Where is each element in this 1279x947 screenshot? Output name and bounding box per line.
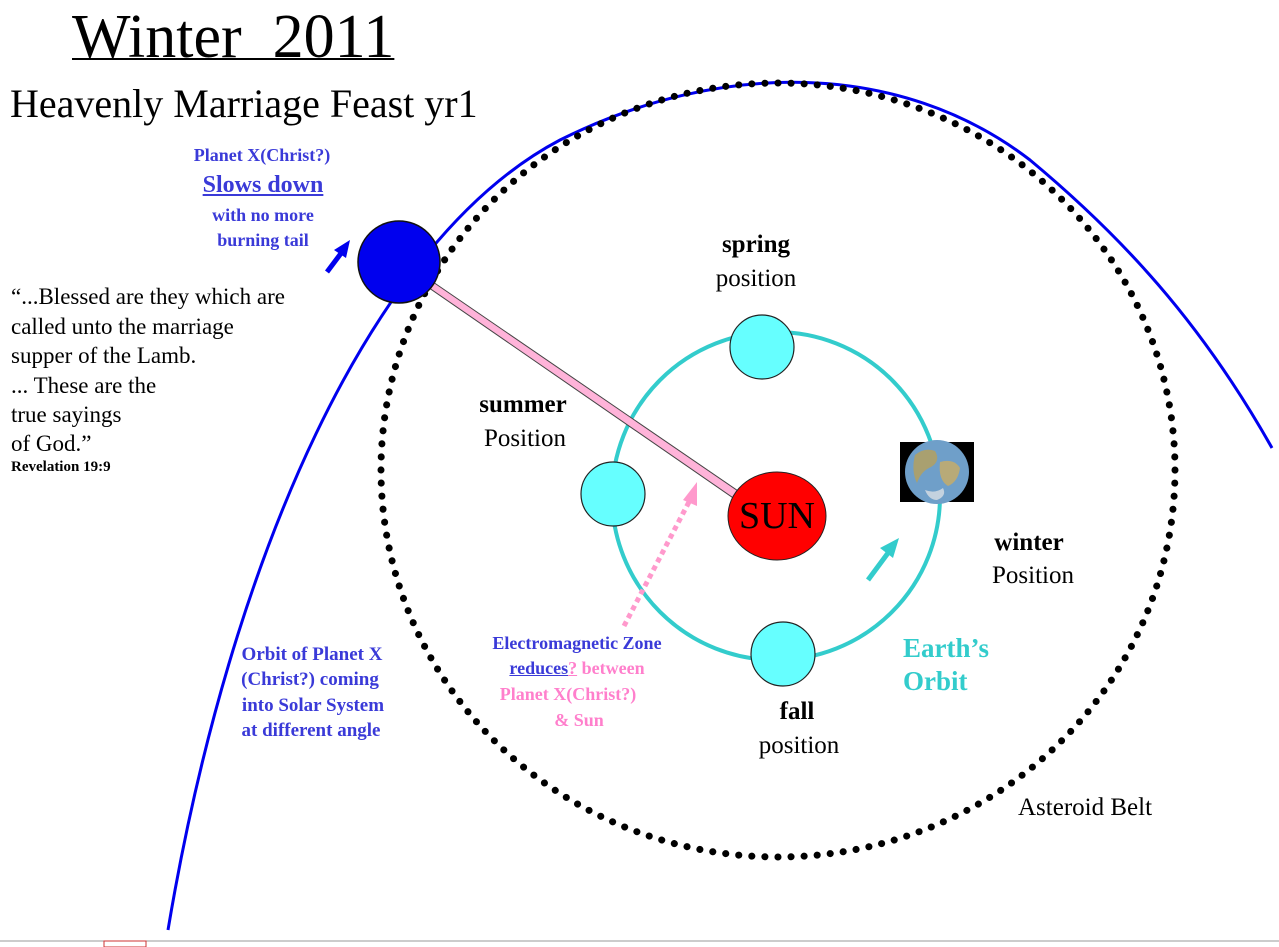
quote-reference: Revelation 19:9 — [11, 459, 111, 475]
planet-x-note-line1: Planet X(Christ?) — [193, 145, 331, 165]
planet-x-note-line4: burning tail — [217, 230, 309, 250]
winter-label: winter — [994, 529, 1064, 556]
orbit-note-line2: (Christ?) coming — [241, 669, 379, 690]
earth-orbit-label-line2: Orbit — [903, 666, 968, 696]
zone-note-line3: Planet X(Christ?) — [499, 684, 637, 704]
planet-x — [357, 220, 441, 304]
zone-arrow-icon — [621, 482, 697, 628]
summer-planet — [580, 461, 646, 527]
earth-orbit-label-line1: Earth’s — [903, 633, 989, 663]
earth-direction-arrow-icon — [865, 538, 899, 582]
orbit-note-line3: into Solar System — [241, 695, 385, 716]
spring-position-label: position — [715, 265, 797, 292]
fall-label: fall — [779, 698, 815, 725]
zone-note-question: ? — [568, 658, 578, 678]
quote-line6: of God.” — [11, 431, 92, 456]
quote-line5: true sayings — [11, 402, 122, 427]
orbit-note-line4: at different angle — [241, 720, 381, 741]
page-title: Winter 2011 — [72, 3, 395, 71]
summer-position-label: Position — [484, 425, 566, 452]
planet-x-note-line3: with no more — [212, 205, 314, 225]
spring-planet — [729, 314, 795, 380]
quote-line1: “...Blessed are they which are — [11, 284, 285, 309]
quote-line3: supper of the Lamb. — [11, 343, 197, 368]
winter-position-label: Position — [992, 562, 1074, 589]
fall-planet — [750, 621, 816, 687]
sun — [727, 471, 827, 561]
earth-globe-icon — [900, 440, 974, 504]
page-subtitle: Heavenly Marriage Feast yr1 — [10, 81, 478, 126]
planet-x-direction-arrow-icon — [325, 240, 350, 274]
zone-note-between: between — [577, 658, 645, 678]
quote-line2: called unto the marriage — [11, 314, 234, 339]
sun-label: SUN — [738, 495, 816, 537]
asteroid-belt-label: Asteroid Belt — [1018, 794, 1153, 821]
zone-note-line4: & Sun — [554, 710, 604, 730]
fall-position-label: position — [758, 732, 840, 759]
quote-line4: ... These are the — [11, 373, 157, 398]
orbit-note-line1: Orbit of Planet X — [241, 644, 383, 665]
spring-label: spring — [721, 231, 791, 258]
planet-x-note-line2: Slows down — [202, 172, 324, 198]
zone-note-line2: reduces? between — [509, 659, 644, 677]
summer-label: summer — [479, 391, 567, 418]
zone-note-line1: Electromagnetic Zone — [492, 633, 662, 653]
zone-note-reduces: reduces — [509, 658, 569, 678]
bottom-tab-marker — [103, 940, 147, 947]
asteroid-belt — [377, 79, 1179, 861]
